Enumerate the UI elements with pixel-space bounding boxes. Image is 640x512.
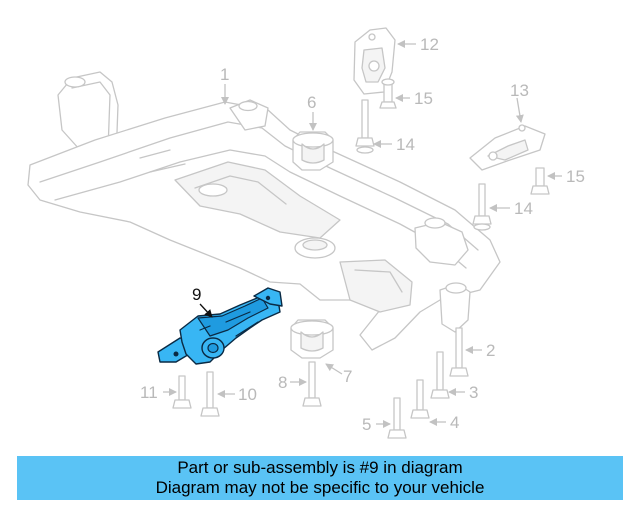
callout-14-upper: 14	[396, 135, 415, 154]
callout-leaders	[163, 40, 562, 428]
bolt-10	[200, 371, 220, 417]
callout-7: 7	[343, 367, 352, 386]
callout-8: 8	[278, 373, 287, 392]
engine-mount-7	[290, 319, 334, 359]
mount-bracket-13	[469, 124, 546, 171]
callout-1: 1	[220, 65, 229, 84]
callout-10: 10	[238, 385, 257, 404]
banner-line-1: Part or sub-assembly is #9 in diagram	[177, 458, 463, 477]
parts-diagram: 1 6 12 15 14 13 15 14 2 3 4 5 7 8 10 11 …	[27, 27, 585, 439]
bolt-11	[172, 375, 192, 409]
callout-9: 9	[192, 285, 201, 304]
callout-11: 11	[140, 383, 158, 402]
bolt-4	[410, 379, 430, 419]
callout-5: 5	[362, 415, 371, 434]
mount-bracket-12	[353, 27, 396, 95]
bolt-15-upper	[379, 78, 397, 109]
callout-6: 6	[307, 93, 316, 112]
callout-15-upper: 15	[414, 89, 433, 108]
bolt-3	[430, 351, 450, 399]
bolt-14-upper	[355, 99, 375, 154]
callout-3: 3	[469, 383, 478, 402]
callout-2: 2	[486, 341, 495, 360]
callout-12: 12	[420, 35, 439, 54]
callout-15-right: 15	[566, 167, 585, 186]
engine-mount-6	[292, 131, 334, 171]
bolt-15-right	[530, 167, 550, 195]
bolt-2	[449, 327, 469, 377]
bolt-5	[387, 397, 407, 439]
bolt-8	[302, 361, 322, 407]
subframe	[27, 71, 501, 351]
info-banner: Part or sub-assembly is #9 in diagram Di…	[17, 456, 623, 500]
banner-line-2: Diagram may not be specific to your vehi…	[155, 478, 485, 497]
highlighted-part-9[interactable]	[157, 287, 283, 365]
callout-14-right: 14	[514, 199, 533, 218]
callout-4: 4	[450, 413, 459, 432]
bolt-14-right	[472, 183, 492, 231]
callout-13: 13	[510, 81, 529, 100]
callout-numbers: 1 6 12 15 14 13 15 14 2 3 4 5 7 8 10 11 …	[140, 35, 585, 434]
